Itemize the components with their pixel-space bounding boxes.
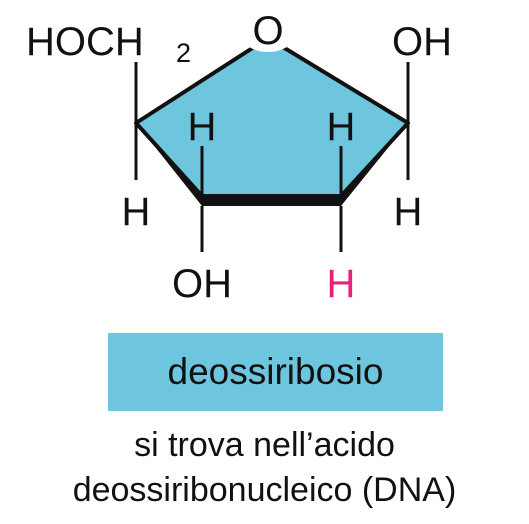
hoch2-subscript: 2 xyxy=(176,38,191,68)
c2-h-deoxy-label: H xyxy=(327,262,356,306)
hoch2-label: HOCH xyxy=(26,20,144,64)
c1-oh-label: OH xyxy=(392,20,452,64)
sugar-name-box: deossiribosio xyxy=(108,333,443,411)
ring-oxygen-gap xyxy=(238,8,298,52)
c4-h-bottom-label: H xyxy=(122,190,151,234)
c3-h-top-label: H xyxy=(188,105,217,149)
c3-oh-label: OH xyxy=(172,262,232,306)
deoxyribose-structure: O HOCH 2 OH H H H H OH H xyxy=(26,8,452,306)
caption-line-1: si trova nell’acido xyxy=(134,426,395,464)
c2-h-top-label: H xyxy=(327,105,356,149)
c1-h-bottom-label: H xyxy=(394,190,423,234)
caption-line-2: deossiribonucleico (DNA) xyxy=(72,471,457,509)
ring-oxygen-label: O xyxy=(252,9,283,53)
caption: si trova nell’acido deossiribonucleico (… xyxy=(0,423,529,513)
sugar-name-label: deossiribosio xyxy=(167,351,384,392)
